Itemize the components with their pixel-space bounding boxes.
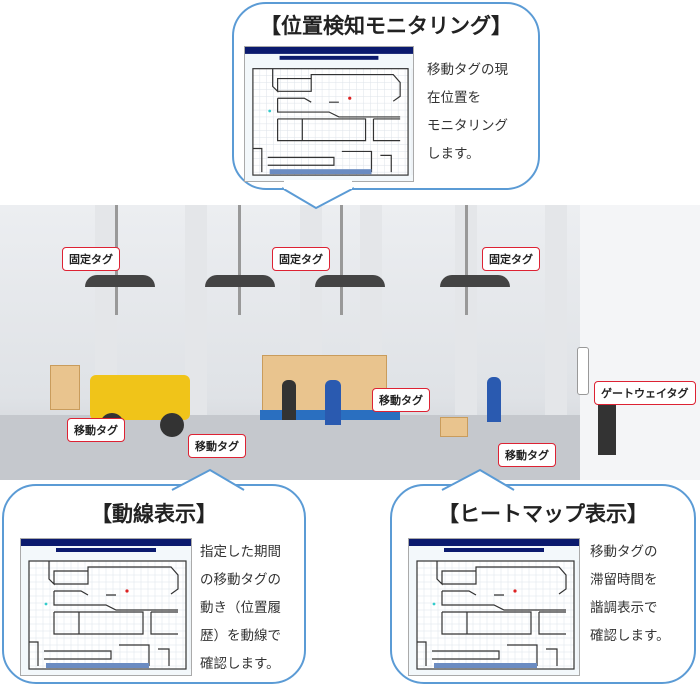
trajectory-description: 指定した期間 の移動タグの 動き（位置履 歴）を動線で 確認します。 (200, 544, 281, 672)
gateway-device (577, 347, 589, 395)
mobile-tag-label: 移動タグ (188, 434, 246, 458)
heatmap-screenshot (408, 538, 580, 676)
heatmap-callout: 【ヒートマップ表示】 移動タグの 滞留時間を 諧調表示で 確認します。 (390, 484, 696, 684)
trajectory-callout: 【動線表示】 指定した期間 の移動タグの 動き（位置履 歴）を動線で 確認します… (2, 484, 306, 684)
heatmap-description: 移動タグの 滞留時間を 諧調表示で 確認します。 (590, 544, 670, 644)
worker (487, 377, 501, 422)
floor-plan-map (409, 539, 579, 675)
gateway-tag-label: ゲートウェイタグ (594, 381, 696, 405)
trajectory-screenshot (20, 538, 192, 676)
monitoring-description: 移動タグの現 在位置を モニタリング します。 (427, 62, 508, 162)
floor-plan-map (245, 47, 413, 181)
trajectory-title: 【動線表示】 (91, 502, 217, 526)
fixed-tag-label: 固定タグ (272, 247, 330, 271)
mobile-tag-label: 移動タグ (67, 418, 125, 442)
floor-plan-map (21, 539, 191, 675)
fixed-tag-label: 固定タグ (62, 247, 120, 271)
heatmap-title: 【ヒートマップ表示】 (438, 502, 648, 526)
callout-tail (171, 468, 245, 491)
mobile-tag-label: 移動タグ (498, 443, 556, 467)
pc-tower (598, 395, 616, 455)
mobile-tag-label: 移動タグ (372, 388, 430, 412)
monitoring-title: 【位置検知モニタリング】 (260, 14, 512, 38)
worker (282, 380, 296, 420)
callout-tail (441, 468, 515, 491)
monitoring-screenshot (244, 46, 414, 182)
forklift (90, 375, 190, 420)
fixed-tag-label: 固定タグ (482, 247, 540, 271)
callout-tail (281, 180, 355, 210)
worker (325, 380, 341, 425)
monitoring-callout: 【位置検知モニタリング】 移動タグの現 在位置を モニタリング します。 (232, 2, 540, 190)
